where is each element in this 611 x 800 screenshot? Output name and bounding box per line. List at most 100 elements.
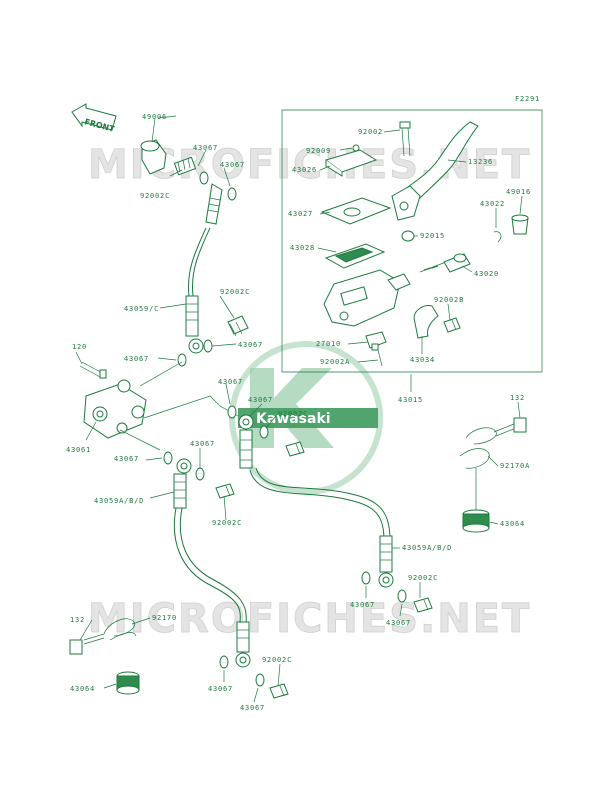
label-43015: 43015	[398, 396, 423, 404]
three-way-joint-43061	[83, 379, 147, 439]
label-92170a: 92170A	[500, 462, 530, 470]
label-43064-a: 43064	[500, 520, 525, 528]
label-43067-d: 43067	[124, 355, 149, 363]
label-120: 120	[72, 343, 87, 351]
hose-end-lower-left	[235, 621, 251, 668]
nut-92015	[401, 230, 415, 242]
banjo-bolt-upper	[173, 156, 197, 176]
bolt-92002c-d	[215, 483, 235, 499]
grommet-43064-b	[116, 671, 140, 695]
diaphragm-43028	[324, 243, 386, 269]
boot-49016	[511, 214, 529, 235]
label-92002a: 92002A	[320, 358, 350, 366]
grommet-43064-a	[462, 509, 490, 533]
watermark-bottom: MICROFICHES.NET	[88, 596, 531, 642]
label-27010: 27010	[316, 340, 341, 348]
washer-43067-j	[397, 589, 407, 603]
washer-43067-c	[203, 339, 213, 353]
kawasaki-logo: Kawasaki	[229, 341, 383, 495]
bolt-92002	[399, 121, 411, 157]
label-92002b: 92002B	[434, 296, 464, 304]
label-13236: 13236	[468, 158, 493, 166]
washer-43067-i	[361, 571, 371, 585]
label-43067-c: 43067	[238, 341, 263, 349]
label-43067-l: 43067	[240, 704, 265, 712]
bolt-92002c-b	[227, 315, 249, 337]
banjo-lower-left	[173, 458, 192, 509]
label-43059abd-b: 43059A/B/D	[402, 544, 452, 552]
bolt-132-a	[493, 417, 527, 437]
label-43067-b: 43067	[220, 161, 245, 169]
front-arrow-icon: FRONT	[71, 103, 117, 134]
hose-fitting-43059-b	[378, 535, 394, 588]
washer-43067-g	[195, 467, 205, 481]
leader-lines	[75, 115, 523, 703]
body-43015	[323, 269, 411, 327]
label-43067-a: 43067	[193, 144, 218, 152]
label-43034: 43034	[410, 356, 435, 364]
washer-43067-h	[259, 425, 269, 439]
bolt-92002b	[443, 317, 461, 333]
label-43067-k: 43067	[208, 685, 233, 693]
assembly-box	[281, 109, 543, 373]
label-92002c-b: 92002C	[220, 288, 250, 296]
washer-43067-l	[255, 673, 265, 687]
label-43067-f: 43067	[114, 455, 139, 463]
label-49016: 49016	[506, 188, 531, 196]
label-92002c-e: 92002C	[408, 574, 438, 582]
label-43067-h: 43067	[248, 396, 273, 404]
bolt-92002c-e	[413, 597, 433, 613]
label-43022: 43022	[480, 200, 505, 208]
label-43067-i: 43067	[350, 601, 375, 609]
hose-fitting-upper	[205, 183, 223, 225]
washer-43067-f	[163, 451, 173, 465]
label-43067-g: 43067	[190, 440, 215, 448]
bolt-132-b	[69, 633, 105, 655]
label-132-a: 132	[510, 394, 525, 402]
piston-kit-43020	[419, 253, 471, 273]
clamp-43034	[413, 305, 439, 339]
label-92002c-d: 92002C	[212, 519, 242, 527]
switch-27010	[365, 331, 387, 351]
label-43061: 43061	[66, 446, 91, 454]
washer-43067-d	[177, 353, 187, 367]
label-92002: 92002	[358, 128, 383, 136]
washer-43067-k	[219, 655, 229, 669]
brand-text: Kawasaki	[256, 411, 331, 427]
hose-center	[249, 469, 385, 541]
label-92002c-a: 92002C	[140, 192, 170, 200]
label-92009: 92009	[306, 147, 331, 155]
bolt-92002c-f	[269, 683, 289, 699]
label-43059abd-a: 43059A/B/D	[94, 497, 144, 505]
label-43064-b: 43064	[70, 685, 95, 693]
clamp-92170	[103, 618, 137, 641]
label-49006: 49006	[142, 113, 167, 121]
banjo-cap-49006	[140, 139, 167, 175]
label-43059c: 43059/C	[124, 305, 159, 313]
bolt-92002c-c	[285, 441, 305, 457]
label-92002c-f: 92002C	[262, 656, 292, 664]
hose-fitting-43059c	[185, 295, 204, 354]
figure-code: F2291	[515, 95, 540, 103]
diaphragm-plate-43027	[320, 197, 392, 225]
banjo-center	[238, 414, 254, 469]
lever-13236	[391, 121, 479, 221]
label-43067-e: 43067	[218, 378, 243, 386]
label-43020: 43020	[474, 270, 499, 278]
label-43067-j: 43067	[386, 619, 411, 627]
circlip-43022	[493, 231, 502, 243]
clamp-92170a	[459, 427, 497, 469]
washer-upper-1	[199, 171, 209, 185]
bolt-120	[79, 361, 107, 379]
hose-lower-left	[173, 507, 241, 623]
reservoir-cap-43026	[324, 144, 378, 177]
label-43027: 43027	[288, 210, 313, 218]
label-132-b: 132	[70, 616, 85, 624]
label-43026: 43026	[292, 166, 317, 174]
label-92002c-c: 92002C	[278, 410, 308, 418]
label-92015: 92015	[420, 232, 445, 240]
washer-43067-e	[227, 405, 237, 419]
hose-upper	[191, 227, 211, 297]
washer-upper-2	[227, 187, 237, 201]
